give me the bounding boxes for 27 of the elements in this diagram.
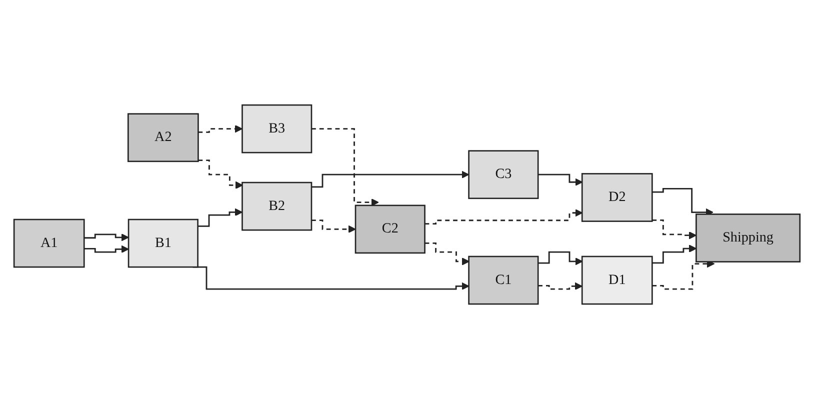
node-box: B2 (242, 182, 312, 232)
node-box: C2 (354, 205, 426, 254)
arrow (538, 174, 583, 186)
arrow (198, 125, 243, 134)
node-box: D1 (581, 256, 653, 306)
node-box: A1 (13, 219, 85, 268)
arrow (652, 220, 697, 240)
arrow (652, 245, 697, 264)
node-box: D2 (581, 174, 653, 222)
node-box: Shipping (696, 214, 801, 263)
node-box: C1 (468, 256, 539, 306)
arrow (538, 252, 583, 266)
arrow (198, 160, 244, 190)
arrow (424, 242, 470, 266)
node-box: B1 (128, 219, 198, 268)
node-box: B3 (242, 104, 312, 154)
node-box: A2 (128, 114, 199, 162)
arrow (312, 220, 356, 234)
arrow (312, 171, 470, 188)
arrow (538, 282, 583, 291)
arrow (84, 246, 129, 254)
node-box: C3 (468, 150, 539, 200)
arrow (424, 209, 583, 225)
arrow (652, 260, 715, 290)
arrow (198, 208, 243, 228)
arrow (312, 128, 379, 207)
arrow (84, 234, 129, 242)
